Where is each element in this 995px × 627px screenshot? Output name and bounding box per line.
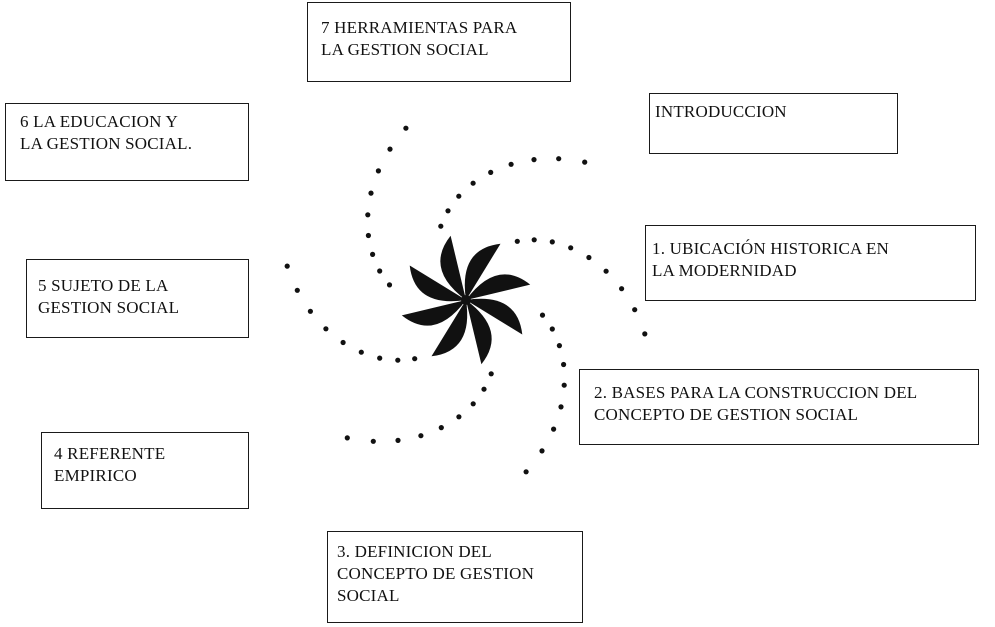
spiral-dot: [470, 401, 476, 407]
spiral-dot: [531, 157, 537, 163]
topic-box-introduccion: INTRODUCCION: [649, 93, 898, 154]
pinwheel-blade: [431, 300, 468, 357]
spiral-dot: [370, 438, 376, 444]
topic-box-herramientas: 7 HERRAMIENTAS PARA LA GESTION SOCIAL: [307, 2, 571, 82]
spiral-dot: [582, 159, 588, 165]
pinwheel-blade: [464, 243, 501, 300]
pinwheel-blade: [466, 300, 492, 365]
spiral-dot: [558, 404, 564, 410]
spiral-dot: [395, 357, 401, 363]
spiral-dot: [284, 263, 290, 269]
spiral-dot: [418, 433, 424, 439]
spiral-dot: [377, 268, 383, 274]
topic-box-educacion: 6 LA EDUCACION Y LA GESTION SOCIAL.: [5, 103, 249, 181]
spiral-dot: [488, 371, 494, 377]
spiral-dot: [403, 125, 409, 131]
spiral-dot: [412, 356, 418, 362]
topic-box-referente-empirico: 4 REFERENTE EMPIRICO: [41, 432, 249, 509]
spiral-dot: [531, 237, 537, 243]
spiral-dot: [358, 349, 364, 355]
spiral-dot: [632, 307, 638, 313]
spiral-dot: [294, 287, 300, 293]
spiral-dot: [561, 382, 567, 388]
spiral-dot: [561, 361, 567, 368]
spiral-dot: [539, 312, 546, 318]
spiral-dot: [586, 254, 592, 261]
pinwheel-blade: [440, 235, 466, 300]
spiral-dot: [470, 180, 476, 186]
spiral-dot: [539, 448, 545, 454]
spiral-dot: [456, 414, 462, 420]
spiral-dot: [340, 339, 346, 346]
spiral-dot: [387, 146, 393, 152]
spiral-dot: [456, 193, 462, 199]
spiral-dot: [323, 326, 329, 332]
spiral-dot: [514, 238, 520, 244]
topic-box-definicion: 3. DEFINICION DEL CONCEPTO DE GESTION SO…: [327, 531, 583, 623]
spiral-dot: [370, 251, 376, 257]
spiral-dot: [568, 245, 574, 251]
spiral-dot: [368, 190, 374, 196]
pinwheel-blade: [466, 298, 523, 335]
spiral-dot: [377, 355, 383, 361]
spiral-dot: [481, 386, 487, 392]
spiral-dot: [365, 212, 371, 218]
spiral-dot: [488, 169, 494, 175]
spiral-dot: [549, 326, 555, 332]
spiral-dot: [365, 232, 371, 239]
spiral-dot: [438, 425, 444, 431]
pinwheel-blade: [409, 265, 466, 302]
topic-box-bases: 2. BASES PARA LA CONSTRUCCION DEL CONCEP…: [579, 369, 979, 445]
dotted-spiral-arms: [284, 125, 648, 475]
spiral-dot: [386, 282, 393, 288]
topic-box-ubicacion-historica: 1. UBICACIÓN HISTORICA EN LA MODERNIDAD: [645, 225, 976, 301]
spiral-dot: [619, 286, 625, 292]
spiral-dot: [445, 208, 451, 214]
spiral-dot: [375, 168, 381, 174]
pinwheel-blade: [466, 274, 531, 300]
spiral-dot: [508, 161, 514, 167]
spiral-dot: [438, 223, 444, 229]
spiral-dot: [344, 435, 350, 441]
pinwheel-blade: [401, 300, 466, 326]
spiral-dot: [556, 156, 562, 162]
spiral-dot: [549, 239, 555, 245]
pinwheel-hub: [461, 295, 471, 305]
spiral-dot: [395, 437, 401, 443]
spiral-dot: [307, 308, 313, 314]
spiral-dot: [556, 343, 563, 349]
spiral-dot: [551, 426, 557, 432]
pinwheel-blades: [401, 235, 531, 365]
spiral-dot: [523, 469, 529, 475]
spiral-dot: [642, 331, 648, 337]
spiral-dot: [603, 268, 609, 274]
topic-box-sujeto: 5 SUJETO DE LA GESTION SOCIAL: [26, 259, 249, 338]
